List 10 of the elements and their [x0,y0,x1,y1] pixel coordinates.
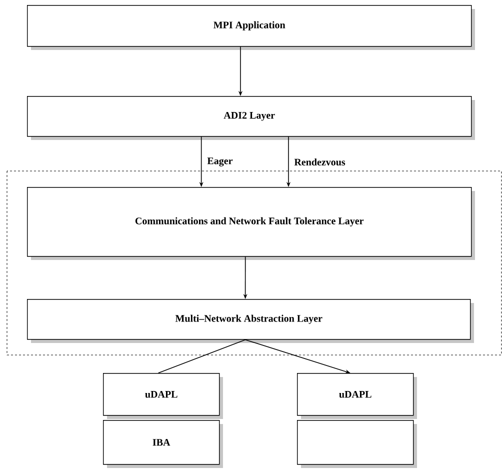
layer-box: Multi–Network Abstraction Layer [27,299,474,343]
edge-label: Rendezvous [293,157,346,167]
layer-box: ADI2 Layer [27,96,475,140]
edge-label: Eager [206,156,234,168]
empty-box [297,420,417,468]
layer-box: Communications and Network Fault Tolerance Layer [27,187,475,260]
layer-box: uDAPL [103,373,223,419]
layer-box: MPI Application [27,5,475,50]
layer-box: uDAPL [297,373,417,419]
layer-box: IBA [103,420,223,468]
